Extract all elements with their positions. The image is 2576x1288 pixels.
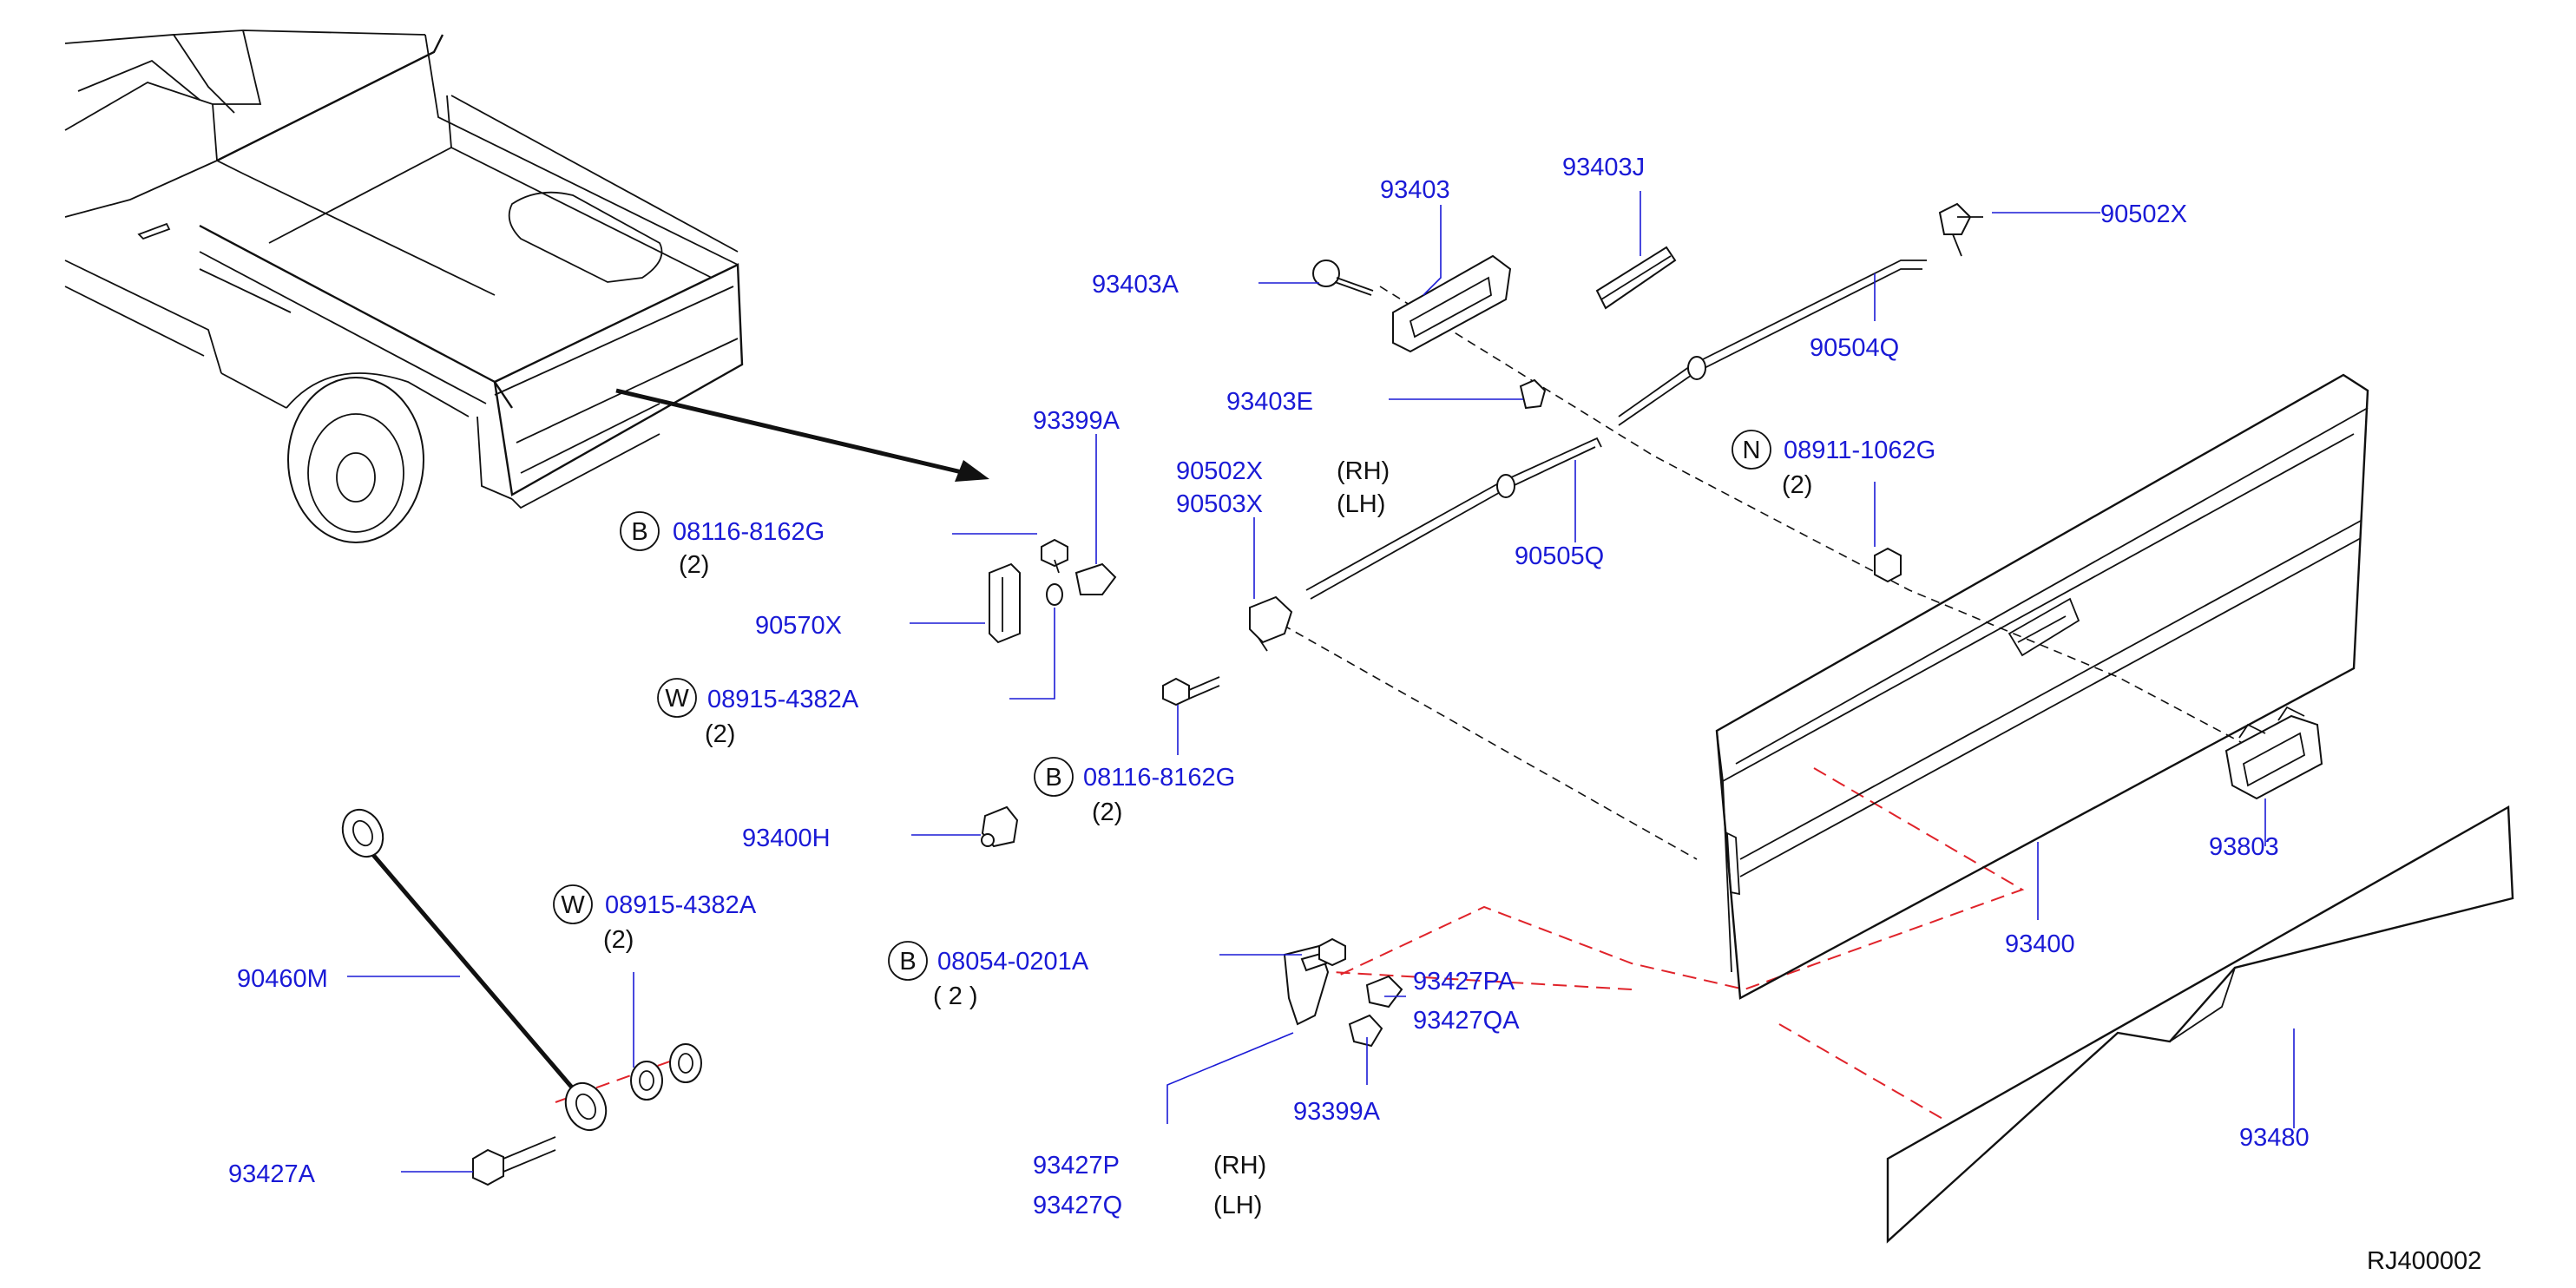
svg-text:B: B: [1045, 764, 1061, 792]
svg-text:B: B: [899, 948, 916, 976]
part-label-90460M: 90460M: [237, 965, 328, 993]
reference-lines: [555, 286, 2266, 1120]
qty-b3: ( 2 ): [933, 982, 978, 1010]
qty-n: (2): [1782, 471, 1812, 499]
part-label-93403J: 93403J: [1562, 154, 1645, 181]
part-label-08054-0201A: 08054-0201A: [937, 948, 1089, 976]
part-label-08915-4382A-a: 08915-4382A: [707, 686, 859, 713]
part-label-08116-8162G-a: 08116-8162G: [673, 518, 825, 546]
part-label-93427A: 93427A: [228, 1160, 316, 1188]
tailgate-part-93400: [1715, 373, 2369, 1000]
part-label-90570X: 90570X: [755, 612, 842, 640]
part-label-93403A: 93403A: [1092, 271, 1180, 299]
part-label-90502X: 90502X: [1176, 457, 1263, 485]
diagram-code: RJ400002: [2367, 1247, 2481, 1275]
qty-b1: (2): [679, 551, 709, 579]
part-label-93427P: 93427P: [1033, 1152, 1120, 1180]
part-label-93399A-top: 93399A: [1033, 407, 1120, 435]
badge-b2: B: [1034, 757, 1074, 797]
part-label-08915-4382A-b: 08915-4382A: [605, 891, 757, 919]
panel-part-93480: [1886, 805, 2514, 1244]
hinge-bracket-parts: [1283, 937, 1403, 1048]
svg-text:N: N: [1743, 437, 1761, 464]
part-label-93400: 93400: [2005, 930, 2075, 958]
part-label-93427Q: 93427Q: [1033, 1192, 1122, 1219]
badge-b3: B: [888, 941, 928, 981]
part-label-90504Q: 90504Q: [1810, 334, 1899, 362]
part-label-93803: 93803: [2209, 833, 2279, 861]
part-label-90502X-top: 90502X: [2100, 200, 2187, 228]
hinge-parts: [981, 538, 1220, 848]
handle-part-93803: [2224, 706, 2323, 800]
part-label-93399A-bot: 93399A: [1293, 1098, 1381, 1126]
part-label-90505Q: 90505Q: [1515, 542, 1604, 570]
qty-w1: (2): [705, 720, 735, 748]
badge-w1: W: [657, 678, 697, 718]
part-label-93427PA: 93427PA: [1413, 968, 1515, 996]
label-rh-1: (RH): [1337, 457, 1390, 485]
callout-arrow: [615, 388, 989, 482]
pickup-truck-illustration: [64, 30, 744, 543]
leader-lines: [347, 191, 2295, 1173]
svg-text:W: W: [665, 685, 689, 713]
part-label-93480: 93480: [2239, 1124, 2310, 1152]
qty-b2: (2): [1092, 798, 1122, 826]
part-label-93403: 93403: [1380, 176, 1450, 204]
svg-text:W: W: [561, 891, 585, 919]
label-lh-1: (LH): [1337, 490, 1385, 518]
label-rh-2: (RH): [1213, 1152, 1266, 1180]
badge-n1: N: [1732, 430, 1771, 470]
part-label-93427QA: 93427QA: [1413, 1007, 1520, 1035]
badge-w2: W: [553, 884, 593, 924]
part-label-93403E: 93403E: [1226, 388, 1313, 416]
part-label-90503X: 90503X: [1176, 490, 1263, 518]
part-label-08911-1062G: 08911-1062G: [1784, 437, 1935, 464]
part-label-08116-8162G-b: 08116-8162G: [1083, 764, 1235, 792]
cable-parts: [341, 808, 702, 1186]
qty-w2: (2): [603, 926, 634, 954]
badge-b1: B: [620, 511, 660, 551]
part-label-93400H: 93400H: [742, 825, 831, 852]
svg-text:B: B: [631, 518, 647, 546]
label-lh-2: (LH): [1213, 1192, 1262, 1219]
latch-parts-top: [1249, 202, 1983, 652]
